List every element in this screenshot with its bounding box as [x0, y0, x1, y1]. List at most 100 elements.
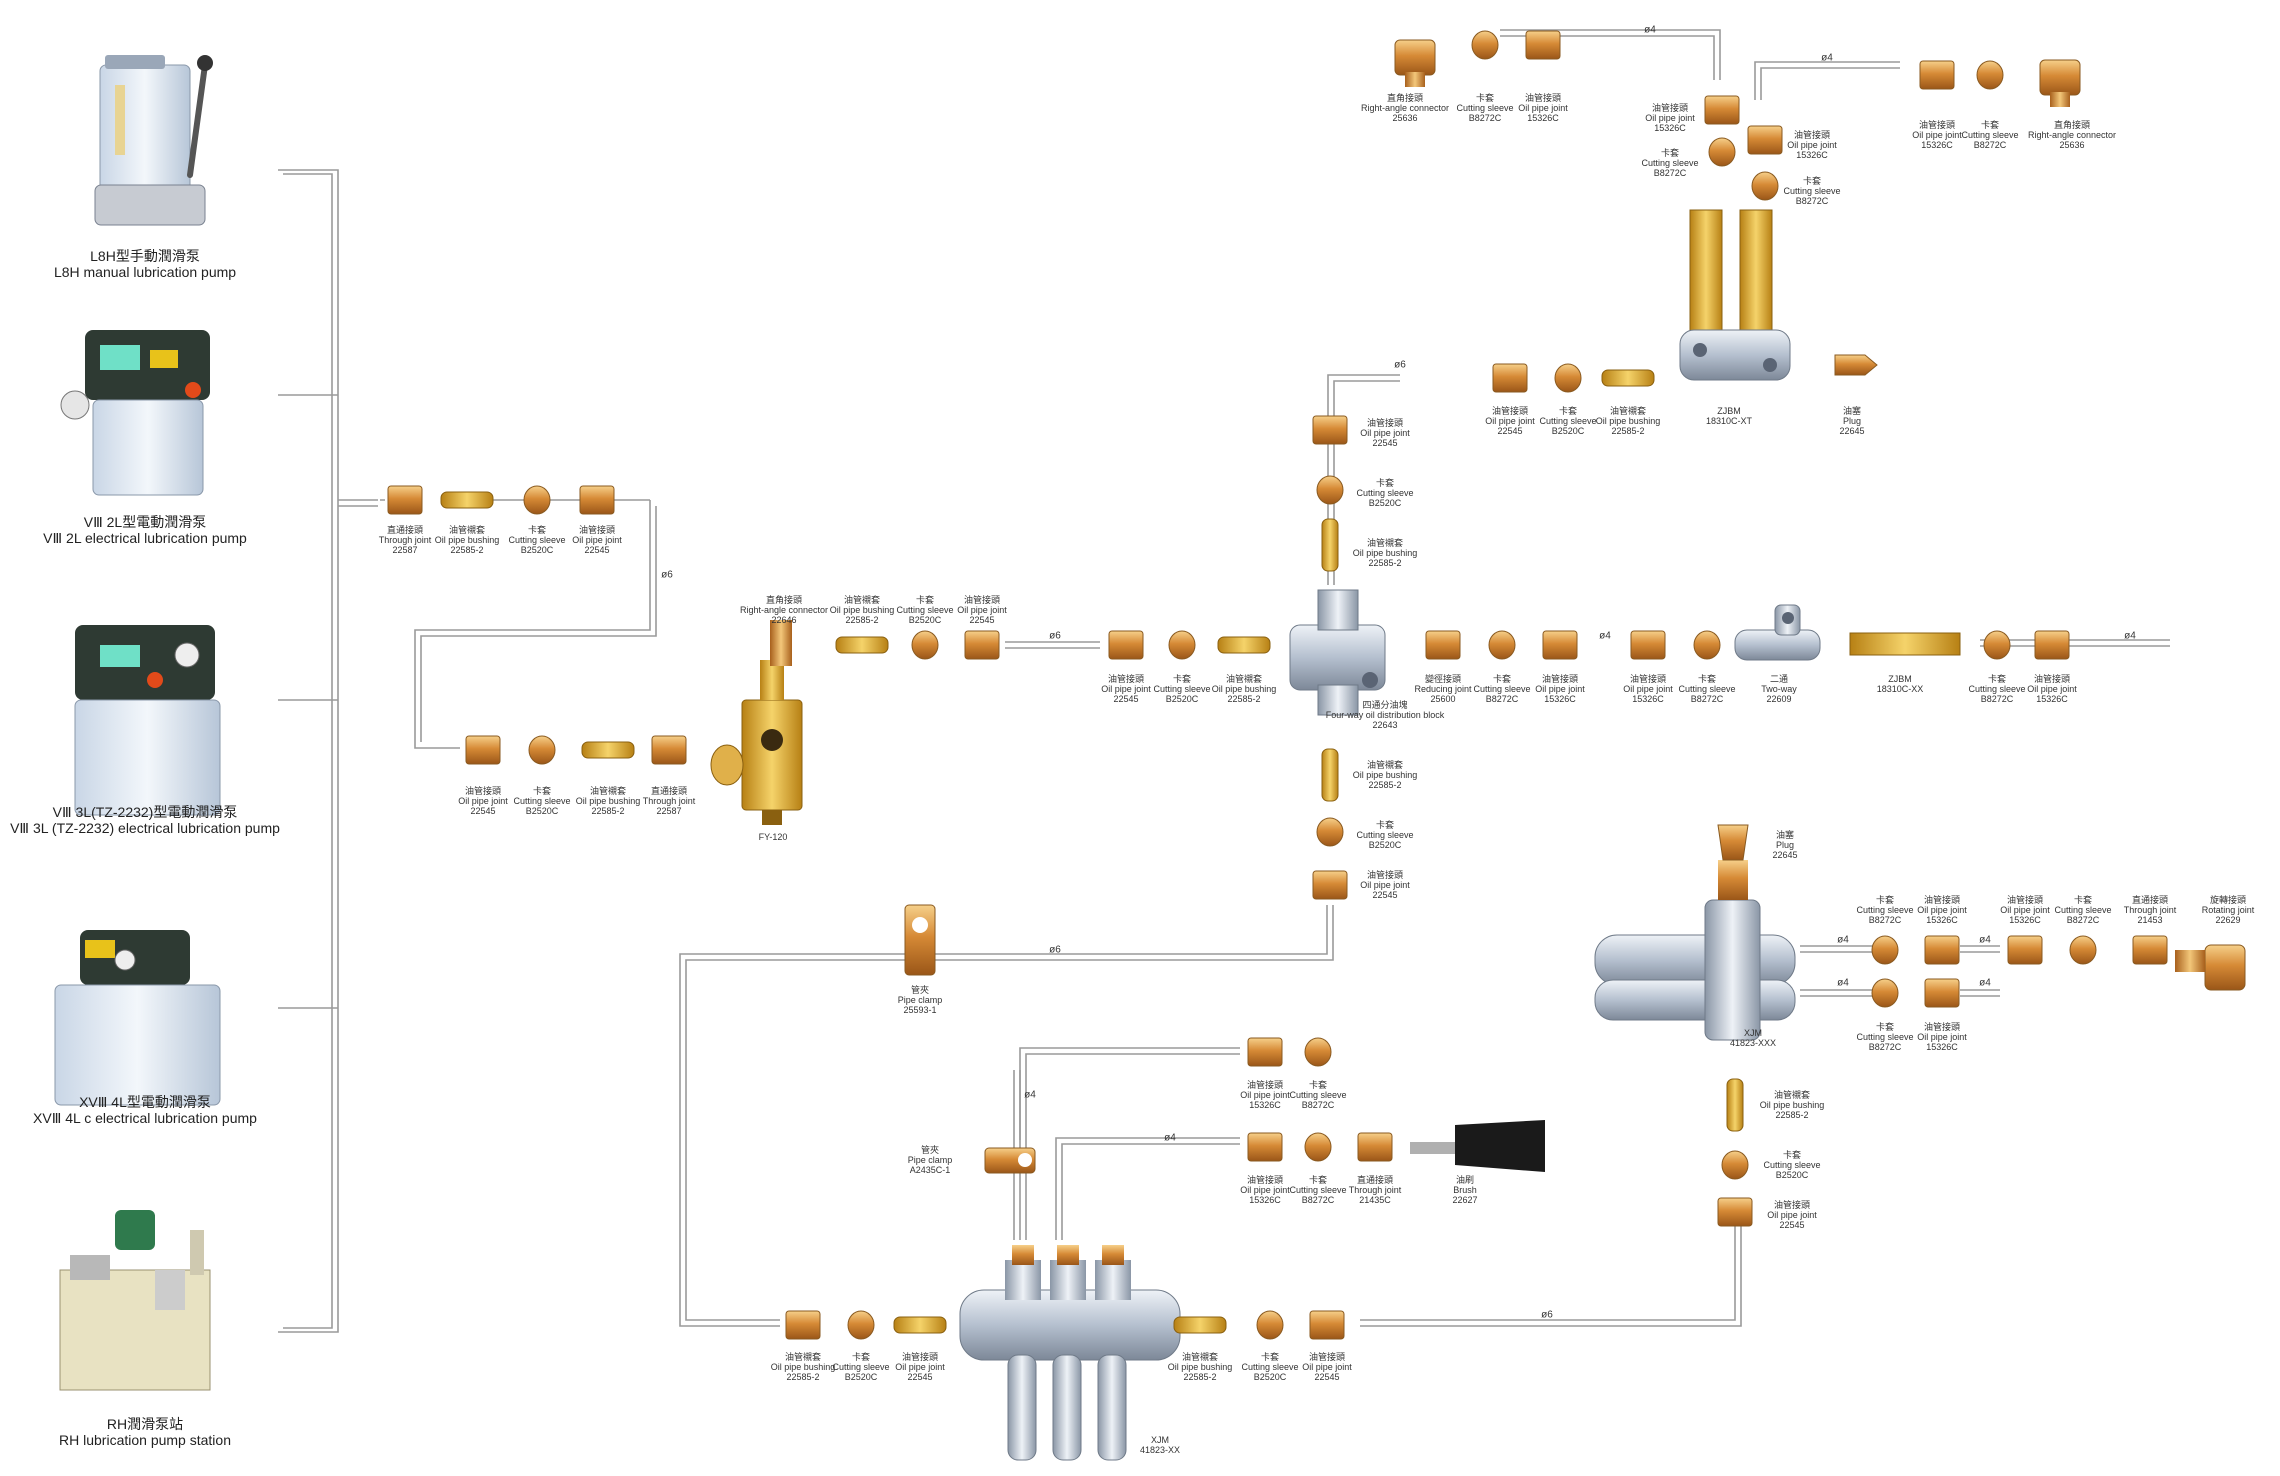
- pump-name-zh: RH潤滑泵站: [106, 1416, 184, 1432]
- pipe-diameter-label: ø6: [661, 569, 673, 581]
- pipe-diameter-label: ø4: [1979, 977, 1991, 989]
- pump-bracket-inner: [283, 173, 333, 1329]
- pump-label-rh: RH潤滑泵站 RH lubrication pump station: [59, 1416, 231, 1448]
- pump-name-en: XVⅢ 4L c electrical lubrication pump: [33, 1110, 257, 1126]
- pipe-main-1: [380, 499, 651, 749]
- pipe-diameter-label: ø4: [1837, 977, 1849, 989]
- pump-viii-2l: [60, 330, 210, 496]
- pipe-diameter-label: ø4: [1821, 52, 1833, 64]
- pipe-diameter-label: ø4: [1644, 24, 1656, 36]
- four-way-block: [1289, 589, 1386, 716]
- pipe-main-1b: [420, 506, 657, 742]
- pipe-diameter-label: ø6: [1541, 1309, 1553, 1321]
- pump-label-viii-3l: VⅢ 3L(TZ-2232)型電動潤滑泵 VⅢ 3L (TZ-2232) ele…: [10, 804, 280, 836]
- pump-viii-3l: [74, 625, 221, 816]
- pump-label-viii-2l: VⅢ 2L型電動潤滑泵 VⅢ 2L electrical lubrication…: [43, 514, 247, 546]
- part-label: FY-120: [758, 832, 788, 842]
- pipe-diameter-label: ø6: [1049, 630, 1061, 642]
- rotating-joint: [2175, 944, 2246, 991]
- pipe-down-left: [679, 905, 1334, 1327]
- pipe-diameter-label: ø6: [1394, 359, 1406, 371]
- pipe-clamp-25593: [904, 904, 936, 976]
- zjbm-xt-block: [1679, 209, 1878, 381]
- pump-xviii-4l: [54, 930, 221, 1106]
- pipe-manifold-branches: [1019, 1047, 1240, 1240]
- xjm-xx-block: [959, 1245, 1181, 1461]
- pipe-lines: [278, 29, 2170, 1333]
- fy120-block: [710, 620, 803, 825]
- pipe-diameter-label: ø4: [1837, 934, 1849, 946]
- pump-name-zh: XVⅢ 4L型電動潤滑泵: [79, 1094, 211, 1110]
- pipe-right-down: [1360, 1210, 1742, 1327]
- small-fittings: [387, 30, 2168, 1340]
- pump-name-en: RH lubrication pump station: [59, 1432, 231, 1448]
- pump-rh-station: [59, 1210, 211, 1391]
- pipe-diameter-label: ø4: [1024, 1089, 1036, 1101]
- pipe-diameter-label: ø4: [1164, 1132, 1176, 1144]
- pump-name-zh: VⅢ 2L型電動潤滑泵: [83, 514, 207, 530]
- right-angle-25636-left: [1394, 39, 1436, 87]
- pipe-xjm-right: [1800, 945, 2000, 997]
- pipe-diameter-label: ø4: [1599, 630, 1611, 642]
- pump-name-en: VⅢ 2L electrical lubrication pump: [43, 530, 247, 546]
- pipe-main-2: [1005, 641, 1100, 649]
- brush-part: [1410, 1120, 1545, 1172]
- right-angle-25636-right: [2039, 59, 2081, 107]
- pipe-clamp-a2435c: [984, 1147, 1036, 1174]
- pump-label-xviii-4l: XVⅢ 4L型電動潤滑泵 XVⅢ 4L c electrical lubrica…: [33, 1094, 257, 1126]
- zjbm-xx-part: [1849, 632, 1961, 656]
- pump-name-en: L8H manual lubrication pump: [53, 264, 237, 280]
- pipe-east: [1980, 639, 2170, 647]
- xjm-xxx-block: [1594, 824, 1796, 1041]
- pipe-diameter-label: ø6: [1049, 944, 1061, 956]
